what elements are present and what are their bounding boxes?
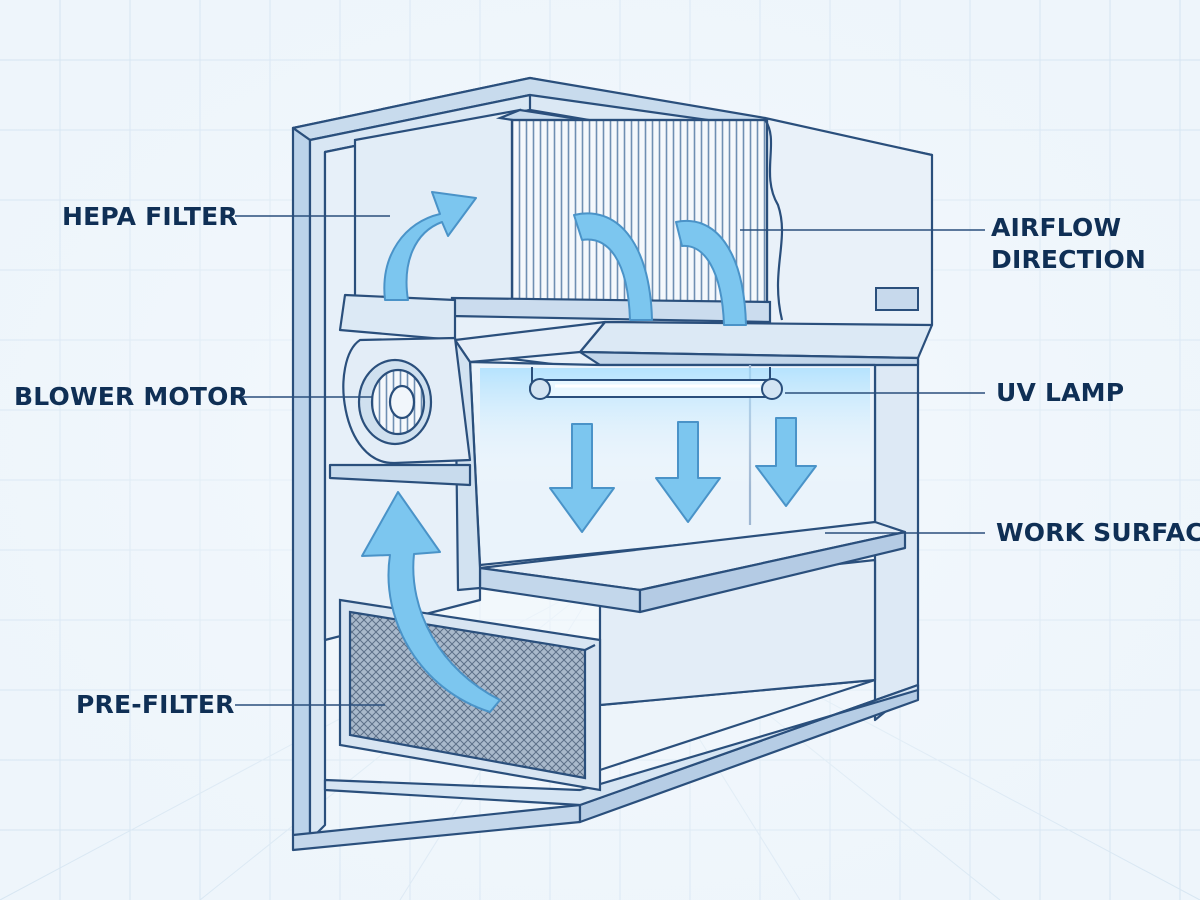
blower-hub	[388, 384, 416, 420]
uv-lamp-cap-left	[529, 378, 551, 400]
front-hood	[453, 320, 934, 367]
arrow-through-hepa-2	[675, 219, 747, 326]
hepa-filter	[353, 108, 784, 324]
label-hepa-filter: HEPA FILTER	[62, 202, 238, 231]
control-display	[875, 287, 919, 311]
leader-lines	[233, 215, 985, 706]
label-uv-lamp: UV LAMP	[996, 378, 1125, 407]
cabinet-left-wall	[291, 126, 312, 842]
hepa-cutaway-edge	[764, 119, 784, 321]
arrow-into-hepa	[383, 191, 477, 301]
uv-lamp	[529, 367, 783, 400]
arrow-up-from-pre-filter	[361, 491, 501, 713]
uv-lamp-tube	[529, 379, 781, 398]
hood-front	[578, 350, 920, 367]
label-blower-motor: BLOWER MOTOR	[14, 382, 249, 411]
arrow-downflow-1	[549, 423, 615, 533]
blower-motor	[328, 293, 472, 487]
uv-lamp-cap-right	[761, 378, 783, 400]
label-work-surface: WORK SURFACE	[996, 518, 1200, 547]
arrow-downflow-2	[655, 421, 721, 523]
storage-floor	[323, 683, 920, 807]
pre-filter-rim	[584, 644, 596, 651]
arrow-through-hepa-1	[573, 212, 653, 321]
label-pre-filter: PRE-FILTER	[76, 690, 235, 719]
label-airflow-line1: AIRFLOW	[991, 213, 1122, 242]
arrow-downflow-3	[755, 417, 817, 507]
airflow-arrows	[361, 191, 817, 713]
blower-mount-plate	[328, 463, 472, 487]
label-airflow-line2: DIRECTION	[991, 245, 1147, 274]
work-surface-side	[638, 530, 907, 614]
